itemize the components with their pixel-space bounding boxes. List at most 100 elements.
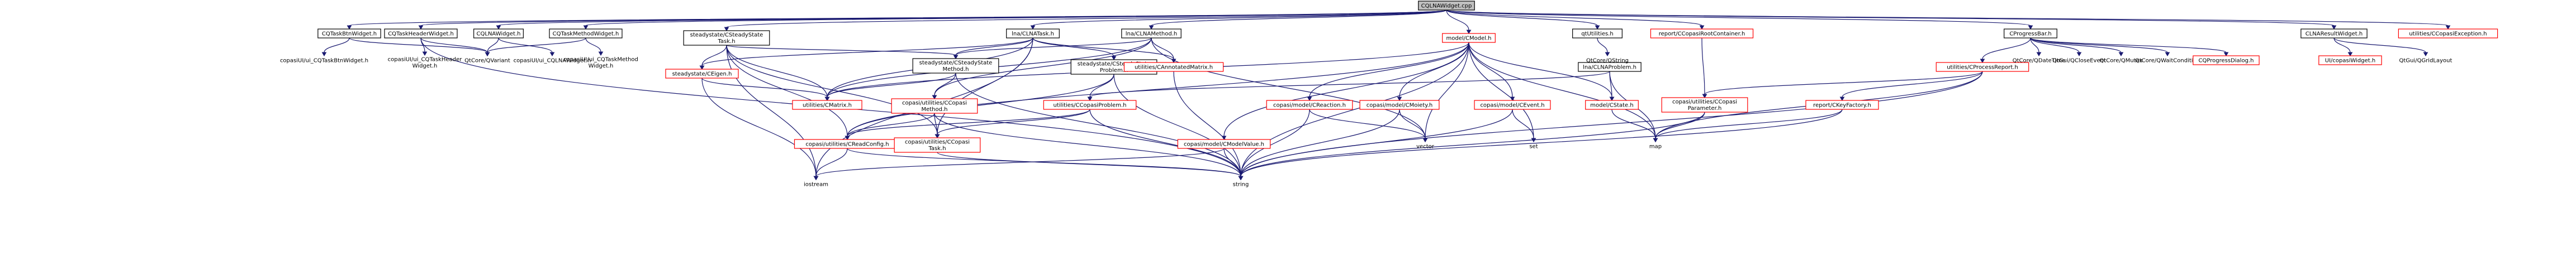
node-readconfig[interactable]: copasi/utilities/CReadConfig.h	[794, 139, 901, 149]
node-box-progbar	[2004, 28, 2057, 38]
node-label-cegen-0: steadystate/CEigen.h	[672, 71, 732, 78]
node-uiHdr[interactable]: copasiUI/ui_CQTaskHeaderWidget.h	[388, 57, 463, 70]
node-lnaw[interactable]: CQLNAWidget.h	[473, 28, 524, 38]
node-box-copexc	[2398, 28, 2498, 38]
arrowhead-root-to-rootcont	[1699, 25, 1705, 30]
edge-cmoiety-to-vector	[1399, 109, 1426, 139]
node-box-cegen	[665, 69, 739, 79]
node-lnaMethod[interactable]: lna/CLNAMethod.h	[1121, 28, 1182, 38]
node-mthw[interactable]: CQTaskMethodWidget.h	[549, 28, 623, 38]
node-copProblem[interactable]: utilities/CCopasiProblem.h	[1043, 100, 1137, 110]
node-qtutil[interactable]: qtUtilities.h	[1572, 28, 1623, 38]
node-uiBtn[interactable]: copasiUI/ui_CQTaskBtnWidget.h	[280, 58, 368, 64]
node-uiMth[interactable]: copasiUI/ui_CQTaskMethodWidget.h	[563, 57, 638, 70]
node-qwait[interactable]: QtCore/QWaitCondition	[2135, 58, 2200, 64]
edge-cmodel-to-set	[1468, 42, 1534, 139]
node-btnw[interactable]: CQTaskBtnWidget.h	[317, 28, 381, 38]
node-cmatrix[interactable]: utilities/CMatrix.h	[792, 100, 862, 110]
edge-copProblem-to-copTask	[937, 109, 1090, 135]
node-progbar[interactable]: CProgressBar.h	[2004, 28, 2057, 38]
node-uiLna[interactable]: copasiUI/ui_CQLNAWidget.h	[514, 58, 591, 64]
edge-hdrw-to-qvariant	[420, 37, 488, 53]
node-qstring[interactable]: QtCore/QString	[1586, 58, 1629, 64]
node-lnaProblem[interactable]: lna/CLNAProblem.h	[1578, 62, 1642, 72]
node-set[interactable]: set	[1529, 144, 1538, 150]
node-annmat[interactable]: utilities/CAnnotatedMatrix.h	[1123, 62, 1224, 72]
node-box-lnaw	[473, 28, 524, 38]
node-box-root	[1418, 1, 1475, 11]
node-iostream[interactable]: iostream	[804, 182, 828, 188]
node-qmutex[interactable]: QtCore/QMutex	[2100, 58, 2143, 64]
edge-progbar-to-qdtevent	[2030, 37, 2080, 53]
node-qdtevent[interactable]: QtGui/QCloseEvent	[2052, 58, 2106, 64]
node-keyfact[interactable]: report/CKeyFactory.h	[1805, 100, 1879, 110]
arrowhead-lnares-to-qgrid	[2423, 52, 2428, 56]
node-label-ssTask-0: steadystate/CSteadyState	[690, 32, 763, 38]
edge-root-to-ssTask	[726, 9, 1447, 28]
node-label-uiMth-1: Widget.h	[589, 63, 614, 69]
node-label-copTask-0: copasi/utilities/CCopasi	[905, 139, 970, 146]
node-qvariant[interactable]: QtCore/QVariant	[464, 58, 510, 64]
node-box-cstate	[1585, 100, 1639, 110]
node-label-lnaProblem-0: lna/CLNAProblem.h	[1583, 65, 1636, 71]
edge-modelval-to-iostream	[815, 148, 1225, 177]
node-hdrw[interactable]: CQTaskHeaderWidget.h	[384, 28, 458, 38]
node-box-procrep	[1935, 62, 2029, 72]
edge-root-to-rootcont	[1446, 9, 1702, 26]
edge-procrep-to-keyfact	[1842, 71, 1983, 98]
node-cstate[interactable]: model/CState.h	[1585, 100, 1639, 110]
arrowhead-root-to-cmodel	[1466, 30, 1472, 34]
edge-lnaTask-to-cegen	[701, 37, 1033, 66]
arrowhead-lnaProblem-to-cstate	[1609, 97, 1615, 101]
node-box-lnares	[2300, 28, 2368, 38]
node-rootcont[interactable]: report/CCopasiRootContainer.h	[1650, 28, 1754, 38]
node-copwidget[interactable]: UI/copasiWidget.h	[2318, 55, 2382, 65]
node-label-qtutil-0: qtUtilities.h	[1581, 31, 1613, 37]
node-label-qwait-0: QtCore/QWaitCondition	[2135, 58, 2200, 64]
node-cegen[interactable]: steadystate/CEigen.h	[665, 69, 739, 79]
node-label-mthw-0: CQTaskMethodWidget.h	[553, 31, 619, 37]
node-label-copMethod-1: Method.h	[921, 107, 947, 113]
node-procrep[interactable]: utilities/CProcessReport.h	[1935, 62, 2029, 72]
node-root[interactable]: CQLNAWidget.cpp	[1418, 1, 1475, 11]
node-lnaTask[interactable]: lna/CLNATask.h	[1006, 28, 1060, 38]
node-string[interactable]: string	[1233, 182, 1249, 188]
node-label-set-0: set	[1529, 144, 1538, 150]
node-creaction[interactable]: copasi/model/CReaction.h	[1266, 100, 1353, 110]
arrowhead-btnw-to-uiBtn	[321, 52, 327, 56]
node-label-progbar-0: CProgressBar.h	[2009, 31, 2051, 37]
edge-progbar-to-qwait	[2030, 37, 2168, 53]
edge-lnares-to-copwidget	[2333, 37, 2351, 53]
node-modelval[interactable]: copasi/model/CModelValue.h	[1177, 139, 1271, 149]
edge-progbar-to-procrep	[1982, 37, 2031, 60]
edge-progbar-to-qmutex	[2030, 37, 2122, 53]
edge-lnaMethod-to-copMethod	[934, 37, 1152, 96]
arrowhead-cmodel-to-cmoiety	[1397, 97, 1402, 101]
edge-root-to-progbar	[1446, 9, 2031, 26]
node-qgrid[interactable]: QtGui/QGridLayout	[2399, 58, 2452, 64]
arrowhead-modelval-to-iostream	[813, 176, 819, 180]
edge-procrep-to-string	[1240, 71, 1983, 177]
node-box-copwidget	[2318, 55, 2382, 65]
edge-lnaTask-to-annmat	[1032, 37, 1174, 60]
node-cevent[interactable]: copasi/model/CEvent.h	[1474, 100, 1551, 110]
node-map[interactable]: map	[1649, 144, 1662, 150]
node-progdlg[interactable]: CQProgressDialog.h	[2193, 55, 2260, 65]
node-qdatetime[interactable]: QtCore/QDateTime	[2013, 58, 2066, 64]
edge-cmoiety-to-string	[1240, 109, 1400, 177]
node-copexc[interactable]: utilities/CCopasiException.h	[2398, 28, 2498, 38]
node-label-copMethod-0: copasi/utilities/CCopasi	[902, 100, 967, 107]
node-lnares[interactable]: CLNAResultWidget.h	[2300, 28, 2368, 38]
node-label-lnares-0: CLNAResultWidget.h	[2305, 31, 2363, 37]
edge-cmodel-to-string	[1240, 42, 1469, 177]
node-cmoiety[interactable]: copasi/model/CMoiety.h	[1359, 100, 1440, 110]
node-label-qmutex-0: QtCore/QMutex	[2100, 58, 2143, 64]
node-cmodel[interactable]: model/CModel.h	[1442, 33, 1496, 43]
node-vector[interactable]: vector	[1416, 144, 1435, 150]
edge-ssTask-to-iostream	[726, 45, 817, 177]
